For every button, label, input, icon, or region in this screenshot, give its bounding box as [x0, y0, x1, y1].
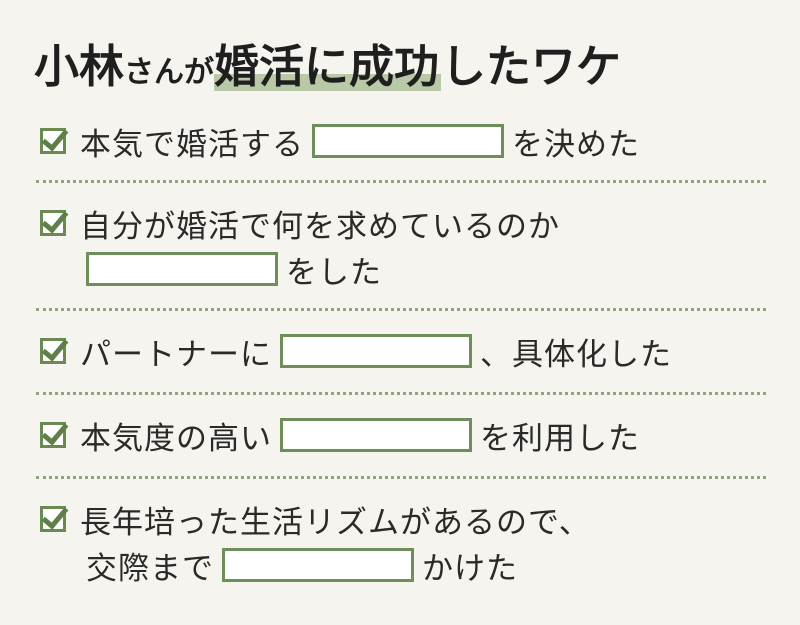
blank-box [86, 252, 278, 286]
item-text-before: 交際まで [86, 550, 214, 587]
blank-box [280, 334, 472, 368]
dotted-divider [36, 476, 766, 479]
dotted-divider [36, 308, 766, 311]
item-text-before: パートナーに [80, 336, 272, 373]
title-honorific: さんが [124, 55, 215, 90]
item-text-after: 、具体化した [480, 336, 672, 373]
blank-box [312, 124, 504, 158]
blank-box [222, 548, 414, 582]
checklist-item-4: 本気度の高い を利用した [40, 412, 780, 458]
blank-box [280, 418, 472, 452]
title-name: 小林 [34, 40, 125, 93]
checkbox-checked-icon [40, 338, 66, 364]
checkbox-checked-icon [40, 422, 66, 448]
checkbox-checked-icon [40, 210, 66, 236]
checklist-item-3: パートナーに 、具体化した [40, 328, 780, 374]
dotted-divider [36, 392, 766, 395]
checklist-item-5: 長年培った生活リズムがあるので、 交際まで かけた [40, 496, 780, 588]
item-text-before: 本気で婚活する [80, 126, 304, 163]
checklist-item-2: 自分が婚活で何を求めているのか をした [40, 200, 780, 292]
item-text-before: 本気度の高い [80, 420, 272, 457]
dotted-divider [36, 180, 766, 183]
item-text-after: を利用した [480, 420, 640, 457]
item-text-after: を決めた [512, 126, 640, 163]
title-rest: したワケ [441, 40, 622, 93]
item-text-before: 自分が婚活で何を求めているのか [80, 208, 560, 245]
item-text-after: かけた [422, 550, 518, 587]
checkbox-checked-icon [40, 128, 66, 154]
title-highlight: 婚活に成功 [214, 30, 442, 95]
checkbox-checked-icon [40, 506, 66, 532]
checklist-item-1: 本気で婚活する を決めた [40, 118, 780, 164]
page-title: 小林 さんが 婚活に成功 したワケ [34, 30, 621, 95]
item-text-line1: 長年培った生活リズムがあるので、 [80, 504, 591, 541]
item-text-after: をした [286, 254, 382, 291]
